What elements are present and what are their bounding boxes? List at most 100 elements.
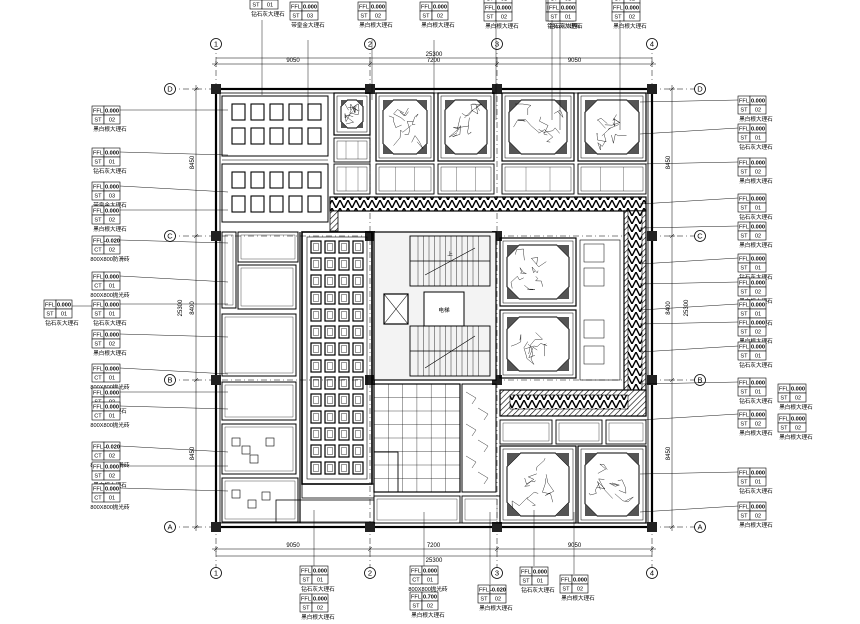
room-inner <box>378 166 432 192</box>
tag-value-cell <box>311 574 329 585</box>
tag-value: 0.000 <box>313 569 327 575</box>
panel-vein <box>352 105 359 114</box>
panel-vein <box>453 117 470 130</box>
material-name: 钻石灰大理石 <box>739 213 773 221</box>
tag-value-cell <box>103 338 121 349</box>
panel-corner <box>556 245 569 258</box>
tag-code: FFL <box>93 209 103 215</box>
tag-value: 02 <box>109 474 115 480</box>
side-room-vein <box>465 455 477 469</box>
corridor-coffer <box>352 359 364 373</box>
tag-value: 0.000 <box>751 471 765 477</box>
panel-vein <box>349 103 360 116</box>
tag-value: 01 <box>109 496 115 502</box>
tag-code: FFL <box>93 109 103 115</box>
corridor-coffer-inner <box>355 277 361 285</box>
corridor-coffer-inner <box>327 328 333 336</box>
dim-tick <box>649 546 655 552</box>
dim-value: 8450 <box>190 446 196 460</box>
panel-vein <box>448 116 461 138</box>
coffer <box>288 171 303 189</box>
side-room-vein <box>477 471 489 485</box>
axis-circle <box>164 83 176 95</box>
room-inner <box>504 166 572 192</box>
corridor-coffer-inner <box>327 430 333 438</box>
panel-frame <box>501 92 575 162</box>
corridor-coffer <box>310 393 322 407</box>
axis-circle <box>646 38 658 50</box>
panel-corner <box>356 121 363 128</box>
corridor-coffer <box>352 427 364 441</box>
tag-code: FFL <box>45 303 55 309</box>
panel-corner <box>585 100 598 113</box>
coffer <box>269 127 284 145</box>
lobby-desk <box>373 451 399 493</box>
tag-code: ST <box>740 312 748 318</box>
dim-value: 9050 <box>568 543 582 549</box>
tag-code: ST <box>302 578 310 584</box>
panel-vein <box>344 103 349 111</box>
tag-value: 0.000 <box>751 257 765 263</box>
coffer <box>250 103 265 121</box>
axis-bubble: 2 <box>364 38 376 50</box>
material-name: 黑白根大理石 <box>93 349 127 357</box>
tag-value: 01 <box>755 354 761 360</box>
material-name: 钻石灰大理石 <box>521 586 555 594</box>
panel-vein <box>524 285 536 290</box>
small-room <box>333 137 371 163</box>
tag-value-cell <box>749 230 767 241</box>
marble-panel <box>499 309 577 379</box>
tag-value: 01 <box>109 312 115 318</box>
panel-vein <box>348 103 358 113</box>
axis-label: 3 <box>495 569 499 578</box>
panel-vein <box>614 493 634 503</box>
right-cell <box>583 319 605 339</box>
dim-total: 25300 <box>426 52 443 58</box>
corridor-coffer <box>352 393 364 407</box>
panel-corner <box>507 358 520 371</box>
material-name: 黑白根大理石 <box>739 177 773 185</box>
corridor-coffer-inner <box>327 294 333 302</box>
room <box>237 231 299 263</box>
dim-tick <box>213 546 219 552</box>
axis-circle <box>694 230 706 242</box>
corridor-coffer <box>338 240 350 254</box>
panel-frame <box>437 92 495 162</box>
tag-value: 0.000 <box>423 569 437 575</box>
tag-value-cell <box>749 350 767 361</box>
structural-column <box>365 231 375 241</box>
tag-value: -0.020 <box>104 445 120 451</box>
leader-line <box>639 413 739 421</box>
room-wall <box>375 163 435 195</box>
leader-line <box>639 127 739 135</box>
dimension-col <box>193 85 199 531</box>
tag-value-cell <box>369 10 387 21</box>
tag-code: FFL <box>561 578 571 584</box>
tag-value: 0.000 <box>105 209 119 215</box>
panel-inner <box>502 240 574 304</box>
coffer <box>288 103 303 121</box>
panel-frame <box>499 309 577 379</box>
coffer <box>307 195 322 213</box>
tag-code: FFL <box>779 417 789 423</box>
tag-code: FFL <box>411 569 421 575</box>
tag-code: ST <box>740 514 748 520</box>
corridor-coffer-inner <box>341 328 347 336</box>
corridor-coffer-inner <box>327 464 333 472</box>
tag-code: FFL <box>93 151 103 157</box>
tag-code: FFL <box>739 413 749 419</box>
tag-value: 02 <box>795 396 801 402</box>
panel-corner <box>556 286 569 299</box>
dimension-row <box>212 546 656 552</box>
small-room <box>333 163 371 195</box>
